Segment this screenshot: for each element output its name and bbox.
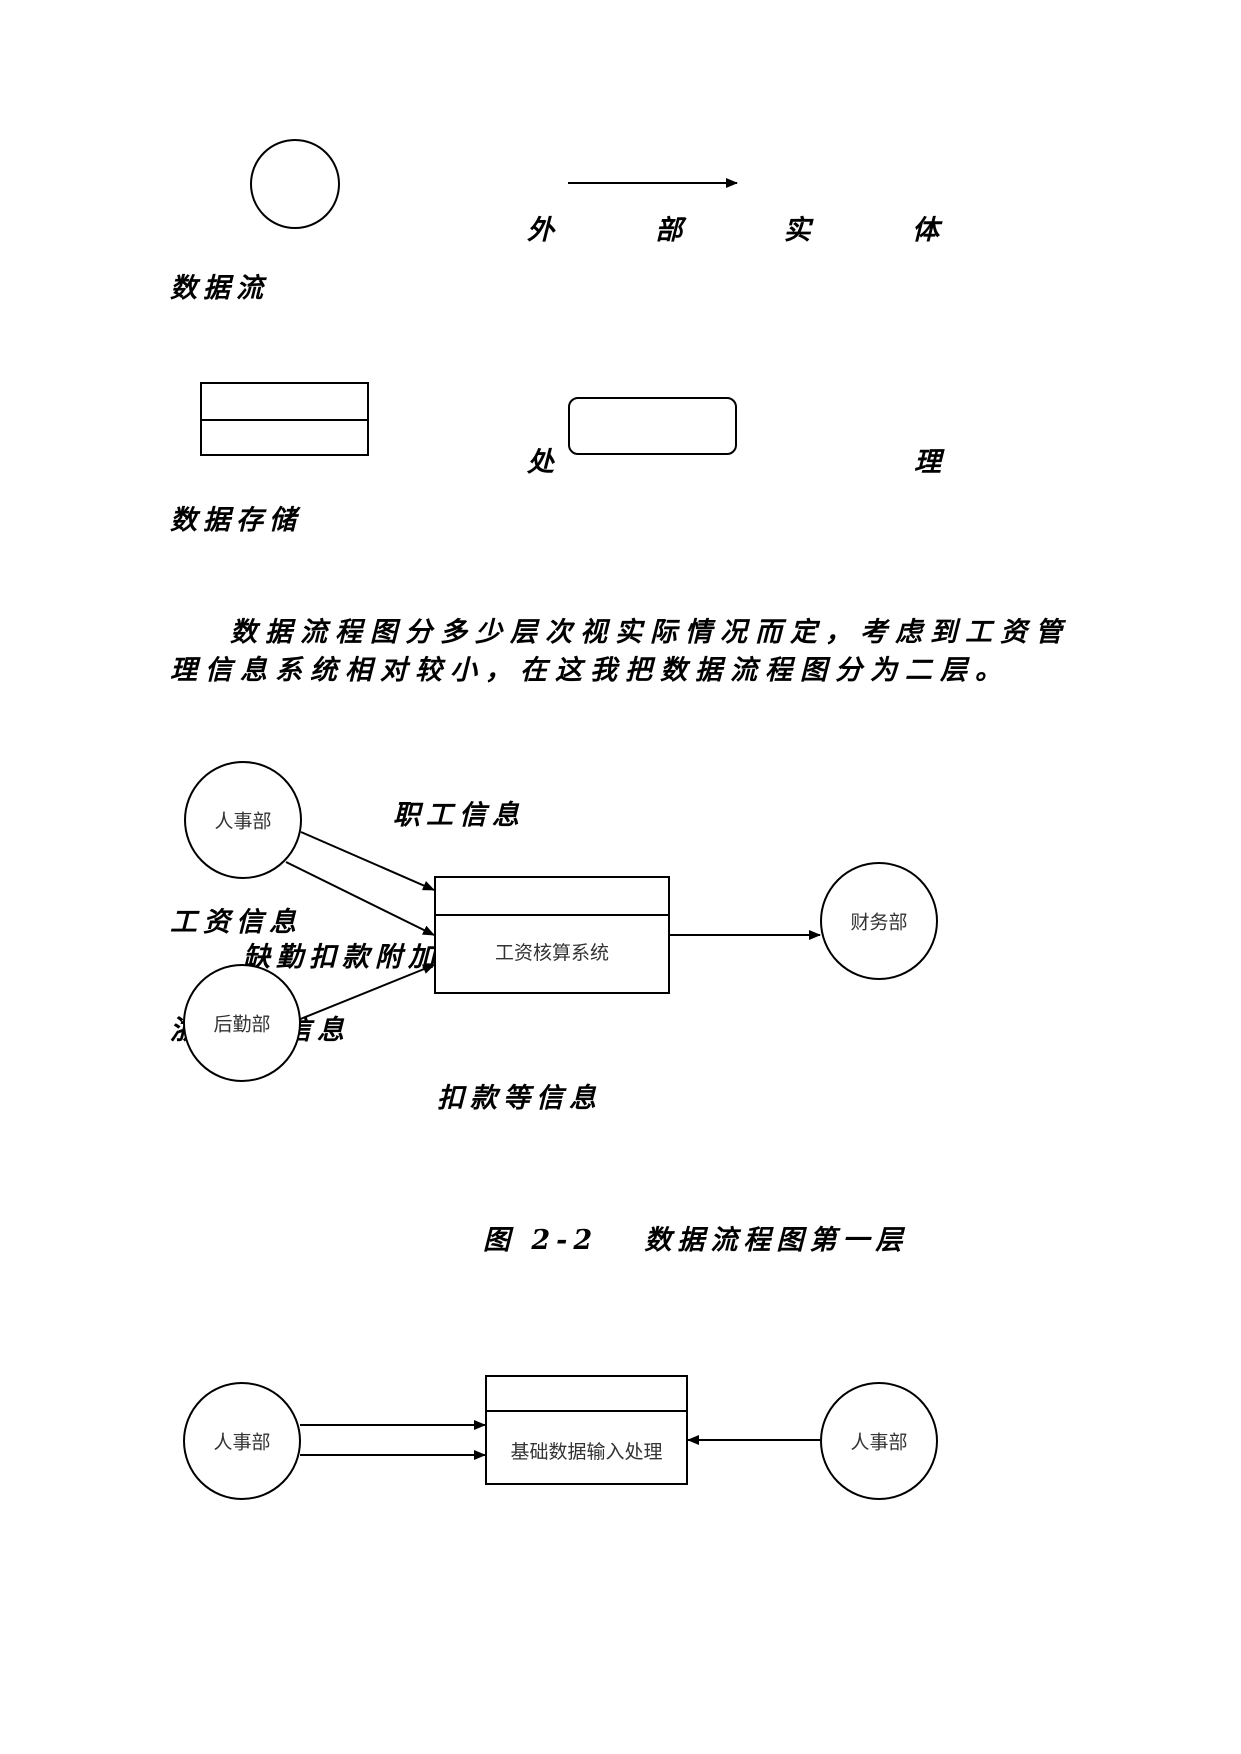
paragraph: 数据流程图分多少层次视实际情况而定，考虑到工资管 理信息系统相对较小，在这我把数… [170, 614, 1070, 690]
process-salary-calculation-label: 工资核算系统 [494, 942, 609, 964]
process-basic-data-input: 基础数据输入处理 [485, 1375, 688, 1485]
external-entity-symbol [250, 139, 340, 229]
paragraph-line-2: 理信息系统相对较小，在这我把数据流程图分为二层。 [170, 655, 1010, 686]
legend-external-entity-char: 实 [783, 215, 811, 246]
entity-hr-label: 人事部 [214, 810, 272, 833]
flow-label-deduction-info: 扣款等信息 [437, 1083, 602, 1114]
process-basic-data-input-label: 基础数据输入处理 [510, 1441, 663, 1463]
legend-data-store-label: 数据存储 [170, 505, 302, 536]
entity-logistics-label: 后勤部 [213, 1013, 271, 1036]
flow-label-employee-info: 职工信息 [393, 800, 525, 831]
entity-hr-right-label: 人事部 [850, 1431, 908, 1454]
figure-caption: 图 2-2 数据流程图第一层 [483, 1225, 909, 1256]
flow-logistics-to-process [297, 964, 435, 1021]
process-salary-calculation: 工资核算系统 [434, 876, 670, 994]
flow-label-absence-info: 缺勤扣款附加工 [243, 942, 435, 973]
process-symbol [568, 397, 737, 455]
legend-data-flow-label: 数据流 [170, 273, 269, 304]
flow-hr-to-process-1 [300, 831, 435, 891]
entity-hr-left: 人事部 [183, 1382, 301, 1500]
legend-external-entity-char: 体 [911, 215, 939, 246]
legend-external-entity-label: 外部实体 [527, 208, 939, 247]
flow-label-salary-info: 工资信息 [170, 907, 302, 938]
data-store-symbol [200, 382, 369, 456]
entity-finance-label: 财务部 [850, 911, 908, 934]
entity-hr: 人事部 [184, 761, 302, 879]
legend-external-entity-char: 外 [527, 215, 554, 246]
entity-logistics: 后勤部 [183, 964, 301, 1082]
entity-hr-left-label: 人事部 [213, 1431, 271, 1454]
entity-hr-right: 人事部 [820, 1382, 938, 1500]
flow-hr-to-process-2 [285, 861, 435, 936]
paragraph-line-1: 数据流程图分多少层次视实际情况而定，考虑到工资管 [230, 617, 1070, 648]
legend-process-label-left: 处 [527, 447, 560, 478]
entity-finance: 财务部 [820, 862, 938, 980]
legend-external-entity-char: 部 [655, 215, 683, 246]
legend-process-label-right: 理 [914, 447, 947, 478]
